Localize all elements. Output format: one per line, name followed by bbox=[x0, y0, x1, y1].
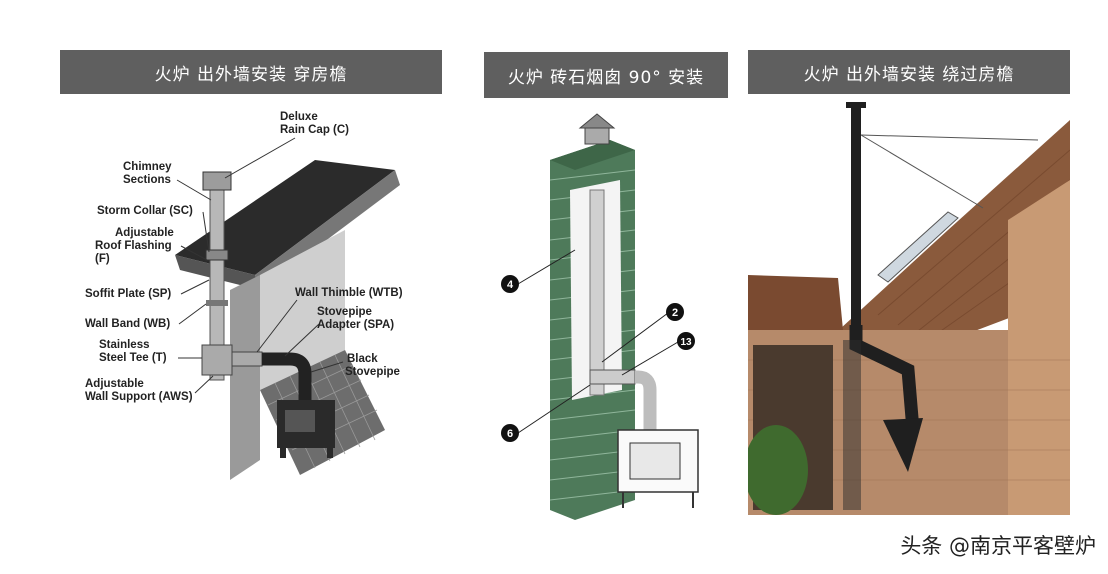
callout-6 bbox=[501, 424, 519, 442]
black-stovepipe bbox=[262, 352, 312, 400]
label-black-line1: Black bbox=[347, 353, 378, 365]
wall-bracket bbox=[883, 418, 923, 472]
label-wall-band: Wall Band (WB) bbox=[85, 318, 170, 330]
svg-text:13: 13 bbox=[680, 337, 692, 348]
svg-text:6: 6 bbox=[507, 428, 513, 440]
wall-face bbox=[230, 275, 260, 480]
skylight bbox=[877, 211, 959, 283]
label-flashing-line1: Adjustable bbox=[115, 227, 174, 239]
flue-offset bbox=[849, 325, 920, 431]
chimney-cap bbox=[584, 127, 610, 145]
label-tee-line2: Steel Tee (T) bbox=[99, 352, 167, 364]
panel-3-title: 火炉 出外墙安装 绕过房檐 bbox=[748, 50, 1070, 94]
stove-door bbox=[285, 410, 315, 432]
steel-tee bbox=[201, 344, 233, 376]
label-chimney-line2: Sections bbox=[123, 174, 171, 186]
label-aws-line1: Adjustable bbox=[85, 378, 144, 390]
label-rain-cap-line2: Rain Cap (C) bbox=[280, 124, 349, 136]
panel-1-title: 火炉 出外墙安装 穿房檐 bbox=[60, 50, 442, 94]
label-aws-line2: Wall Support (AWS) bbox=[85, 391, 193, 403]
callout-4 bbox=[501, 275, 519, 293]
roof-installation-diagram: Deluxe Rain Cap (C) Chimney Sections Sto… bbox=[85, 111, 403, 480]
callout-2 bbox=[666, 303, 684, 321]
tree bbox=[748, 425, 808, 515]
liner-pipe bbox=[589, 189, 605, 396]
label-soffit-plate: Soffit Plate (SP) bbox=[85, 288, 171, 300]
rain-cap bbox=[202, 171, 232, 191]
wall-interior bbox=[260, 230, 345, 390]
wall-band bbox=[206, 300, 228, 306]
roof-shingles bbox=[175, 160, 395, 275]
label-spa-line2: Adapter (SPA) bbox=[317, 319, 394, 331]
label-flashing-line2: Roof Flashing bbox=[95, 240, 172, 252]
flue-cap bbox=[846, 102, 866, 108]
house-photo bbox=[748, 100, 1070, 515]
stove-door bbox=[629, 442, 681, 480]
masonry-chimney-diagram: 4 2 13 6 bbox=[501, 113, 699, 520]
connector-pipe bbox=[589, 369, 636, 385]
panel-2-title: 火炉 砖石烟囱 90° 安装 bbox=[484, 52, 728, 98]
callout-13 bbox=[677, 332, 695, 350]
storm-collar bbox=[205, 249, 229, 261]
label-flashing-line3: (F) bbox=[95, 253, 110, 265]
label-wall-thimble: Wall Thimble (WTB) bbox=[295, 287, 403, 299]
guy-wire bbox=[860, 134, 1039, 141]
label-rain-cap-line1: Deluxe bbox=[280, 111, 318, 123]
label-black-line2: Stovepipe bbox=[345, 366, 400, 378]
stovepipe bbox=[635, 370, 657, 430]
label-tee-line1: Stainless bbox=[99, 339, 150, 351]
label-storm-collar: Storm Collar (SC) bbox=[97, 205, 193, 217]
front-roof bbox=[748, 275, 843, 335]
wall-thimble bbox=[231, 351, 263, 367]
flue-pipe bbox=[851, 105, 861, 325]
label-chimney-line1: Chimney bbox=[123, 161, 172, 173]
label-spa-line1: Stovepipe bbox=[317, 306, 372, 318]
svg-text:4: 4 bbox=[507, 279, 514, 291]
gable-wall bbox=[1008, 180, 1070, 515]
watermark: 头条 @南京平客壁炉 bbox=[900, 534, 1096, 558]
svg-text:2: 2 bbox=[672, 307, 678, 319]
